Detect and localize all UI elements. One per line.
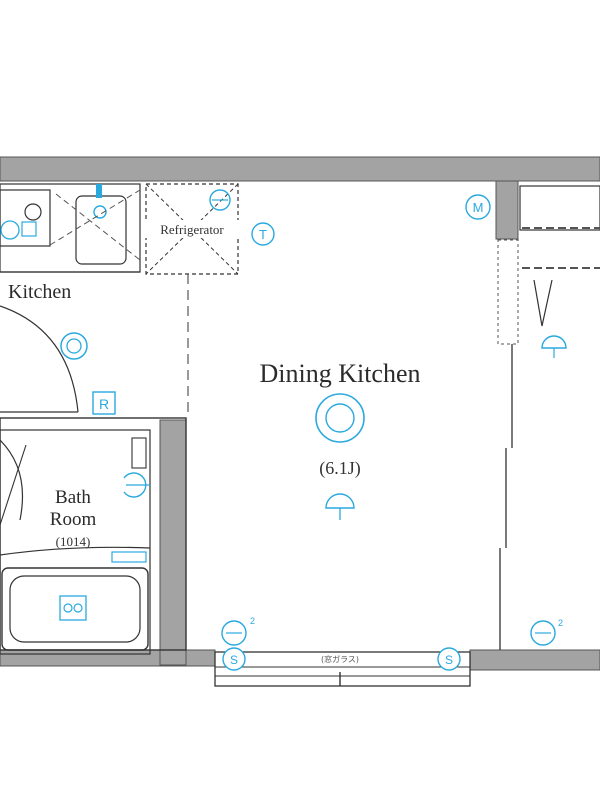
remote-symbol: R xyxy=(99,396,109,412)
bath-room: Bath Room (1014) xyxy=(0,417,187,655)
bath-room-outline xyxy=(0,417,187,651)
telephone-icon xyxy=(251,222,275,246)
wall-bath-right xyxy=(159,419,187,666)
dining-size-label: (6.1J) xyxy=(319,458,361,479)
wall-right-top xyxy=(495,180,519,240)
kitchen-ceiling-light-icon xyxy=(60,332,88,360)
kitchen-area: Refrigerator Kitchen R xyxy=(0,183,240,415)
dining-outlet-icon xyxy=(325,493,355,509)
outlet-left-icon xyxy=(221,620,247,646)
outlet-left-count: 2 xyxy=(250,616,255,626)
right-room: 2 xyxy=(497,185,600,650)
motor-icon xyxy=(465,194,491,220)
remote-box xyxy=(92,391,116,415)
sensor-right-symbol: S xyxy=(445,653,453,667)
dining-ceiling-light-icon xyxy=(315,393,365,443)
walls xyxy=(0,156,600,671)
bottom-window: (窓ガラス) S S xyxy=(214,647,471,687)
bath-door-arc xyxy=(0,439,23,521)
kitchen-door-arc xyxy=(0,305,79,413)
faucet xyxy=(96,184,102,198)
burner-1 xyxy=(24,203,42,221)
sink-drain xyxy=(93,205,107,219)
sensor-right-icon xyxy=(437,647,461,671)
sensor-left-icon xyxy=(222,647,246,671)
drain-dot-1 xyxy=(63,603,73,613)
burner-control xyxy=(21,221,37,237)
outlet-right-count: 2 xyxy=(558,618,563,628)
bath-label: Bath xyxy=(55,487,91,508)
bath-shelf xyxy=(131,437,147,469)
dining-ceiling-light-inner xyxy=(325,403,355,433)
bathtub-inner xyxy=(9,575,141,643)
burner-2 xyxy=(0,220,20,240)
bath-size-label: (1014) xyxy=(56,534,91,549)
dining-kitchen-label: Dining Kitchen xyxy=(259,359,420,388)
outlet-right-icon xyxy=(530,620,556,646)
bath-partition-curve xyxy=(0,546,151,556)
bath-inner-wall xyxy=(0,429,151,655)
bathtub-drain-icon xyxy=(59,595,87,621)
counter-dash-2 xyxy=(55,193,141,261)
telephone-symbol: T xyxy=(259,227,267,242)
bath-mixer xyxy=(111,551,147,563)
drain-dot-2 xyxy=(73,603,83,613)
motor-symbol: M xyxy=(473,200,484,215)
bath-door-leaf xyxy=(0,444,27,526)
right-outlet-icon xyxy=(541,335,567,349)
bathtub-outer xyxy=(1,567,149,651)
wall-bottom-right xyxy=(469,649,600,671)
counter-dash-1 xyxy=(49,189,141,246)
window-note: (窓ガラス) xyxy=(321,654,359,664)
closet-outline xyxy=(519,185,600,231)
hanger-icon xyxy=(533,279,553,327)
sliding-door-panel xyxy=(497,239,519,345)
wall-left-bottom-cap xyxy=(0,649,161,667)
kitchen-counter xyxy=(0,183,141,273)
dining-kitchen: Dining Kitchen (6.1J) T M 2 xyxy=(221,194,491,646)
fridge-outlet-icon xyxy=(209,189,231,211)
window-frame xyxy=(214,651,471,687)
wall-top xyxy=(0,156,600,182)
refrigerator-label: Refrigerator xyxy=(160,222,224,237)
sensor-left-symbol: S xyxy=(230,653,238,667)
kitchen-ceiling-light-inner xyxy=(66,338,82,354)
stove xyxy=(0,189,51,247)
fridge-label-bg xyxy=(144,220,240,238)
kitchen-label: Kitchen xyxy=(8,281,71,303)
room-label: Room xyxy=(50,509,97,530)
